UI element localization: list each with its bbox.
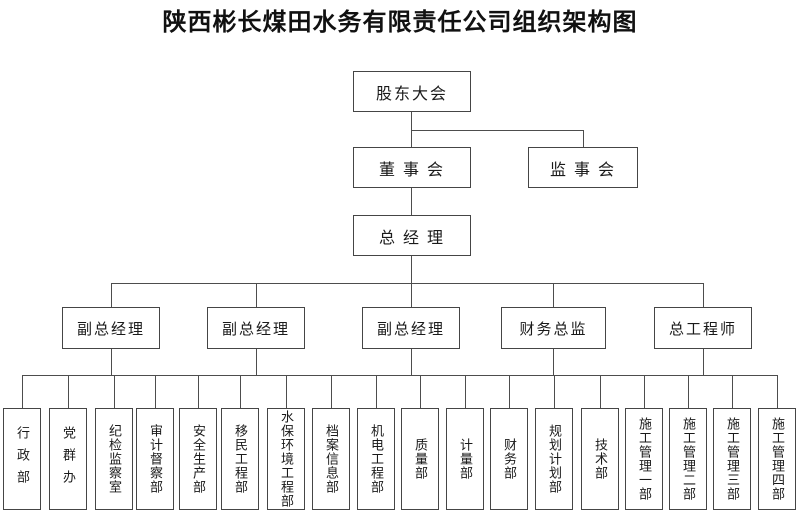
connector-line [553,283,554,307]
connector-line [68,375,69,408]
org-box-supervisory-board: 监 事 会 [528,147,638,188]
dept-construction-mgmt-3: 施工管理三部 [713,408,751,510]
chart-title: 陕西彬长煤田水务有限责任公司组织架构图 [162,9,638,36]
connector-line [600,375,601,408]
dept-resettlement-engineering: 移民工程部 [221,408,259,510]
connector-line [644,375,645,408]
dept-technology: 技术部 [581,408,619,510]
dept-finance: 财务部 [490,408,528,510]
org-box-cfo: 财务总监 [501,307,606,349]
connector-line [583,130,584,147]
dept-construction-mgmt-2: 施工管理二部 [669,408,707,510]
connector-line [411,283,412,307]
dept-planning: 规划计划部 [535,408,573,510]
connector-line [376,375,377,408]
connector-line [331,375,332,408]
dept-quality: 质量部 [401,408,439,510]
dept-construction-mgmt-4: 施工管理四部 [758,408,796,510]
connector-line [256,283,257,307]
connector-line [732,375,733,408]
connector-line [688,375,689,408]
connector-line [553,349,554,376]
org-box-deputy-gm-2: 副总经理 [207,307,305,349]
connector-line [411,112,412,147]
dept-administration: 行政部 [3,408,41,510]
connector-line [111,283,112,307]
connector-line [155,375,156,408]
dept-discipline-inspection: 纪检监察室 [95,408,133,510]
dept-construction-mgmt-1: 施工管理一部 [625,408,663,510]
dept-mech-electrical-engineering: 机电工程部 [357,408,395,510]
connector-line [411,349,412,376]
connector-line [411,130,583,131]
dept-measurement: 计量部 [446,408,484,510]
connector-line [114,375,115,408]
dept-water-env-engineering: 水保环境工程部 [267,408,305,510]
org-box-general-manager: 总 经 理 [353,215,471,256]
connector-line [509,375,510,408]
dept-audit-supervision: 审计督察部 [136,408,174,510]
connector-line [22,375,23,408]
connector-line [111,349,112,376]
org-box-deputy-gm-1: 副总经理 [62,307,160,349]
dept-party-mass-office: 党群办 [49,408,87,510]
connector-line [286,375,287,408]
org-box-shareholders-meeting: 股东大会 [353,71,471,112]
org-box-board-of-directors: 董 事 会 [353,147,471,188]
connector-line [256,349,257,376]
org-box-chief-engineer: 总工程师 [654,307,752,349]
connector-line [554,375,555,408]
dept-safety-production: 安全生产部 [179,408,217,510]
connector-line [703,283,704,307]
connector-line [22,375,778,376]
connector-line [111,283,704,284]
org-box-deputy-gm-3: 副总经理 [362,307,460,349]
connector-line [240,375,241,408]
connector-line [411,188,412,215]
connector-line [420,375,421,408]
connector-line [198,375,199,408]
connector-line [777,375,778,408]
connector-line [411,256,412,283]
connector-line [465,375,466,408]
dept-archives-information: 档案信息部 [312,408,350,510]
connector-line [703,349,704,376]
